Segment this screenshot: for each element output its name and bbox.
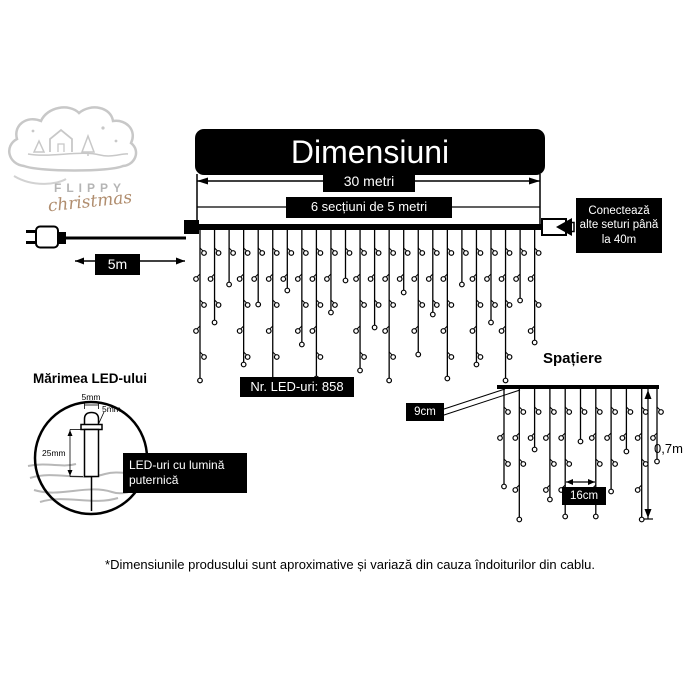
total-length-label: 30 metri [323,171,415,192]
light-drop [251,230,266,308]
plug-neck [57,232,66,244]
arrow-left-icon [197,177,208,185]
light-drop [459,230,469,288]
light-drop [342,230,353,284]
plug-prong [26,230,37,233]
light-drop [634,389,649,523]
led-cap-width-label: 5mm [81,392,101,402]
star-dot [101,126,105,130]
light-drop [353,230,367,374]
light-drop [619,389,634,455]
light-drop [513,230,527,304]
disclaimer-footnote: *Dimensiunile produsului sunt aproximati… [105,557,595,572]
main-cable-group [26,218,575,265]
power-plug-icon [35,225,59,249]
star-dot [31,129,35,133]
swoosh-line [13,175,67,185]
light-drop [527,230,542,346]
light-drop [527,389,542,453]
led-brightness-note: LED-uri cu lumină puternică [123,453,247,493]
led-body-width-label: 5mm [102,404,121,414]
led-cap [83,411,100,426]
light-drop [193,230,207,384]
led-dimension-marks [67,402,105,477]
light-drop [498,230,513,384]
arrow-up-icon [644,390,652,399]
drop-height-label: 0,7m [654,441,683,456]
light-drop [265,230,280,384]
light-drop [367,230,382,331]
light-drop [512,389,527,523]
star-dot [114,139,118,143]
bottom-spacing-label: 16cm [562,487,606,505]
led-detail-group [27,400,149,516]
spacing-cable [497,385,659,389]
light-drop [294,230,309,348]
ground-line [27,152,129,157]
light-drop [207,230,222,326]
light-drop [604,389,618,495]
arrow-right-icon [588,479,595,485]
light-drop [497,389,511,490]
led-body-height-label: 25mm [42,448,66,458]
light-drop [469,230,484,368]
diagram-title: Dimensiuni [195,129,545,175]
light-drop [382,230,397,384]
arrow-left-icon [75,257,84,265]
arrow-right-icon [529,177,540,185]
top-spacing-label: 9cm [406,403,444,421]
light-drop [324,230,338,316]
light-drop [425,230,440,318]
light-drop [543,389,557,503]
cloud-outline-icon [8,106,138,172]
light-drop [577,389,588,445]
light-drop [650,389,664,465]
arrow-down-icon [644,509,652,518]
plug-prong [26,241,37,244]
light-drop [440,230,455,382]
arrow-right-icon [176,257,185,265]
light-drop [484,230,498,326]
light-drop [309,230,324,382]
light-drop [396,230,411,296]
connect-more-sets-note: Conectează alte seturi până la 40m [576,198,662,254]
light-drop [411,230,426,358]
flippy-christmas-logo-sketch [8,106,138,185]
logo-brand-name: FLIPPY [53,181,126,195]
arrow-left-icon [566,479,573,485]
lead-length-label: 5m [95,254,140,275]
house-door-icon [57,143,65,152]
led-count-label: Nr. LED-uri: 858 [240,377,354,397]
spacing-heading: Spațiere [543,350,603,367]
cable-connector-block [184,220,199,234]
light-drop [280,230,295,294]
main-cable [192,224,542,230]
spacing-leader-line [440,389,521,417]
spacing-leader-line [440,388,506,411]
sections-label: 6 secțiuni de 5 metri [286,197,452,218]
led-size-heading: Mărimea LED-ului [33,371,148,386]
light-drop [236,230,251,368]
arrow-left-icon [556,218,572,236]
led-body [83,428,100,478]
light-drop [226,230,237,288]
tree-icon [32,139,46,153]
tree-icon [80,133,96,153]
house-icon [49,128,73,152]
